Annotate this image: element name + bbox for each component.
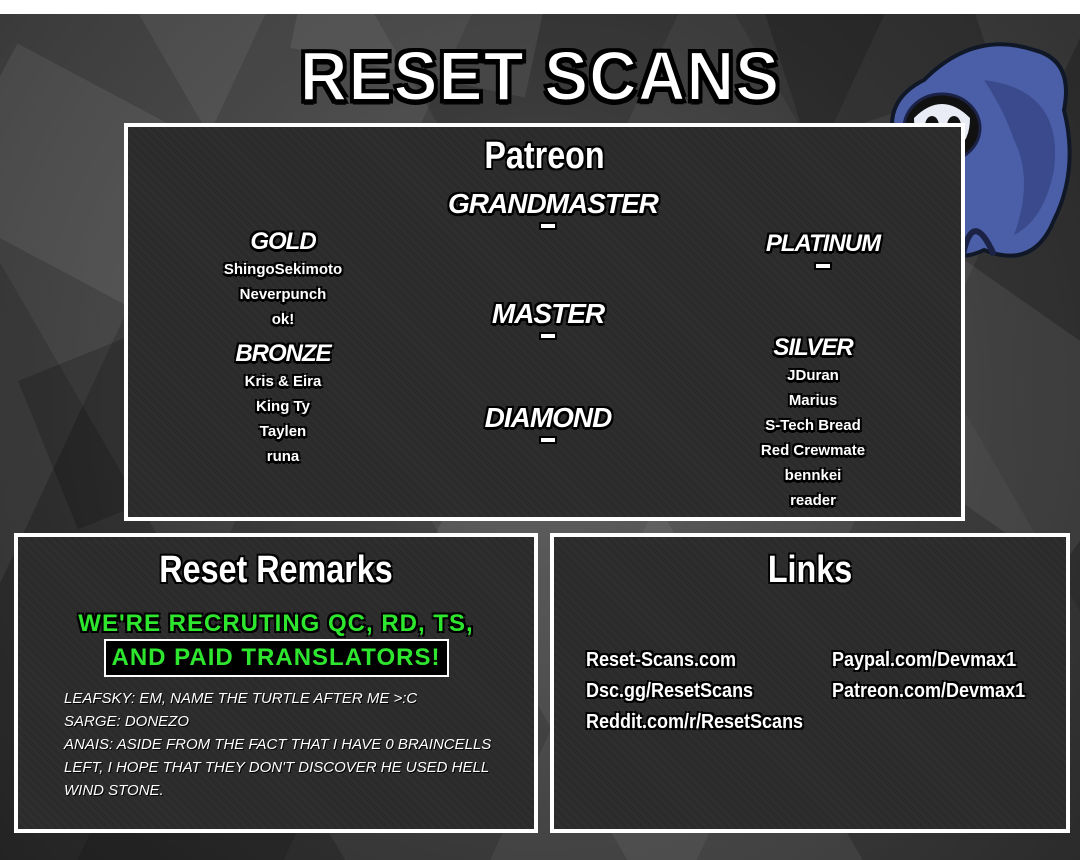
- remark-line: WIND STONE.: [64, 782, 164, 799]
- tier-silver: SILVER JDuran Marius S-Tech Bread Red Cr…: [728, 333, 898, 513]
- recruit-line-1: WE'RE RECRUTING QC, RD, TS,: [78, 610, 474, 637]
- remark-line: LEAFSKY: EM, NAME THE TURTLE AFTER ME >:…: [64, 690, 418, 707]
- patron-name: Kris & Eira: [244, 373, 322, 390]
- patron-name: JDuran: [787, 367, 839, 384]
- link-patreon[interactable]: Patreon.com/Devmax1: [832, 680, 1026, 702]
- tier-name: GRANDMASTER: [448, 188, 659, 219]
- patron-name: Marius: [788, 392, 838, 409]
- patron-name: Red Crewmate: [760, 442, 866, 459]
- tier-grandmaster: GRANDMASTER: [448, 188, 659, 230]
- patron-name: Neverpunch: [239, 286, 327, 303]
- patron-name: ShingoSekimoto: [223, 261, 343, 278]
- remark-line: SARGE: DONEZO: [64, 713, 190, 730]
- tier-platinum: PLATINUM: [738, 229, 908, 270]
- patreon-heading: Patreon: [484, 135, 605, 177]
- tier-diamond: DIAMOND: [448, 403, 648, 444]
- patreon-panel: Patreon GRANDMASTER MASTER DIAMOND PLATI…: [124, 123, 965, 521]
- tier-bronze: BRONZE Kris & Eira King Ty Taylen runa: [198, 339, 368, 469]
- link-reset-scans-site[interactable]: Reset-Scans.com: [586, 649, 737, 671]
- remark-line: ANAIS: ASIDE FROM THE FACT THAT I HAVE 0…: [64, 736, 492, 753]
- patron-name: runa: [266, 448, 300, 465]
- empty-tier-dash: [814, 262, 832, 270]
- links-heading: Links: [767, 549, 853, 591]
- recruitment-notice: WE'RE RECRUTING QC, RD, TS, AND PAID TRA…: [18, 607, 534, 677]
- tier-name: BRONZE: [235, 340, 331, 367]
- patron-name: ok!: [271, 311, 295, 328]
- tier-name: SILVER: [773, 334, 853, 361]
- patron-name: King Ty: [256, 398, 310, 415]
- links-right-column: Paypal.com/Devmax1 Patreon.com/Devmax1: [832, 645, 1025, 707]
- remark-line: LEFT, I HOPE THAT THEY DON'T DISCOVER HE…: [64, 759, 490, 776]
- tier-name: GOLD: [250, 228, 316, 255]
- link-paypal[interactable]: Paypal.com/Devmax1: [832, 649, 1017, 671]
- recruit-line-2: AND PAID TRANSLATORS!: [103, 639, 449, 677]
- brand-title: RESET SCANS: [299, 36, 781, 116]
- patron-name: Taylen: [259, 423, 307, 440]
- empty-tier-dash: [539, 332, 557, 340]
- link-discord[interactable]: Dsc.gg/ResetScans: [586, 680, 754, 702]
- patron-name: reader: [790, 492, 836, 509]
- patron-name: bennkei: [784, 467, 842, 484]
- tier-name: DIAMOND: [484, 402, 613, 433]
- tier-name: PLATINUM: [765, 230, 881, 257]
- links-left-column: Reset-Scans.com Dsc.gg/ResetScans Reddit…: [586, 645, 803, 738]
- tier-master: MASTER: [448, 299, 648, 340]
- patron-name: S-Tech Bread: [765, 417, 861, 434]
- tier-name: MASTER: [491, 298, 605, 329]
- links-panel: Links Reset-Scans.com Dsc.gg/ResetScans …: [550, 533, 1070, 833]
- link-reddit[interactable]: Reddit.com/r/ResetScans: [586, 711, 804, 733]
- remarks-panel: Reset Remarks WE'RE RECRUTING QC, RD, TS…: [14, 533, 538, 833]
- remarks-list: LEAFSKY: EM, NAME THE TURTLE AFTER ME >:…: [64, 687, 504, 802]
- remarks-heading: Reset Remarks: [159, 549, 393, 591]
- empty-tier-dash: [539, 436, 557, 444]
- empty-tier-dash: [539, 222, 557, 230]
- tier-gold: GOLD ShingoSekimoto Neverpunch ok!: [198, 227, 368, 332]
